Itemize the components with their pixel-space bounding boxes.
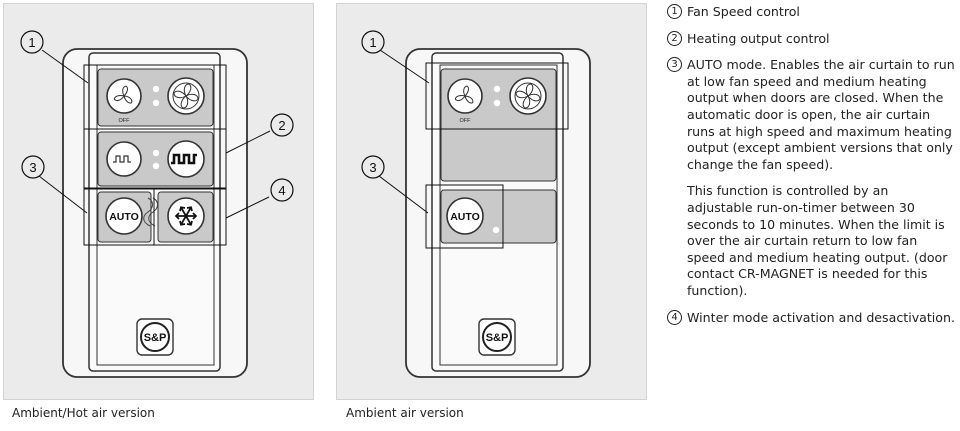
- heat-wave-small-icon: [113, 155, 131, 163]
- fan-large-icon: [172, 82, 200, 110]
- leader-line-1: [41, 49, 89, 84]
- legend-number-1: 1: [667, 4, 682, 19]
- legend-text-2: Heating output control: [687, 30, 830, 46]
- figure-caption-right: Ambient air version: [346, 406, 464, 420]
- indicator-led: [493, 99, 501, 107]
- sp-logo-ring: [482, 322, 512, 352]
- indicator-led: [152, 149, 160, 157]
- callout-marker-3: [21, 155, 45, 179]
- indicator-led: [152, 162, 160, 170]
- legend-number-4: 4: [667, 309, 682, 325]
- legend-item-3: 3 AUTO mode. Enables the air curtain to …: [667, 57, 955, 173]
- fan-large-icon: [514, 82, 542, 110]
- legend-text-3b: This function is controlled by an adjust…: [687, 183, 948, 298]
- fan-off-label: OFF: [119, 118, 131, 124]
- callout-box-1: [425, 62, 569, 130]
- callout-box-4: [153, 188, 227, 246]
- callout-marker-4-label: 4: [278, 183, 285, 198]
- legend-text-4: Winter mode activation and desactivation…: [687, 309, 955, 325]
- heat-wave-large-icon: [171, 153, 197, 165]
- callout-marker-1: [20, 30, 44, 54]
- legend-item-2: 2 Heating output control: [667, 30, 955, 48]
- leader-line-3: [38, 175, 88, 214]
- legend-text-1: Fan Speed control: [687, 4, 800, 19]
- callout-marker-3: [361, 155, 385, 179]
- leader-line-2: [225, 130, 271, 154]
- controller-figure-ambient: OFF AUTO S&P 1 3: [361, 30, 591, 378]
- indicator-led: [152, 99, 160, 107]
- legend-text-3a: AUTO mode. Enables the air curtain to ru…: [687, 57, 955, 172]
- sp-logo-ring: [140, 322, 170, 352]
- legend: 1 Fan Speed control 2 Heating output con…: [667, 4, 955, 326]
- fan-small-icon: [454, 85, 474, 104]
- indicator-led: [492, 226, 500, 234]
- controller-figure-ambient-hot: OFF AUTO S&P 1 2: [20, 30, 294, 378]
- callout-marker-1-label: 1: [369, 35, 376, 50]
- callout-box-3: [425, 184, 504, 249]
- figure-caption-left: Ambient/Hot air version: [12, 406, 155, 420]
- sp-logo-text: S&P: [486, 332, 509, 344]
- callout-marker-4: [270, 178, 294, 202]
- auto-button[interactable]: [105, 197, 143, 235]
- controller-inner-border: [439, 64, 558, 366]
- snowflake-icon: [174, 206, 198, 226]
- auto-button-label: AUTO: [109, 211, 139, 223]
- callout-marker-2: [270, 113, 294, 137]
- legend-number-2: 2: [667, 30, 682, 46]
- heating-high-button[interactable]: [167, 140, 205, 178]
- callout-marker-3-label: 3: [369, 160, 376, 175]
- auto-button-label: AUTO: [450, 211, 480, 223]
- callout-marker-3-label: 3: [29, 160, 36, 175]
- indicator-led: [152, 85, 160, 93]
- callout-box-2: [83, 128, 227, 189]
- fan-off-label: OFF: [460, 118, 472, 124]
- leader-line-4: [225, 196, 270, 219]
- sp-logo-text: S&P: [144, 332, 167, 344]
- legend-item-1: 1 Fan Speed control: [667, 4, 955, 21]
- leader-line-1: [379, 49, 430, 84]
- leader-line-3: [378, 175, 429, 214]
- callout-marker-1-label: 1: [28, 35, 35, 50]
- section-link: [143, 197, 158, 227]
- fan-small-icon: [113, 85, 133, 104]
- callout-marker-1: [361, 30, 385, 54]
- legend-number-3: 3: [667, 57, 682, 73]
- auto-button[interactable]: [446, 197, 484, 235]
- indicator-led: [493, 85, 501, 93]
- callout-marker-2-label: 2: [278, 118, 285, 133]
- legend-item-4: 4 Winter mode activation and desactivati…: [667, 309, 955, 327]
